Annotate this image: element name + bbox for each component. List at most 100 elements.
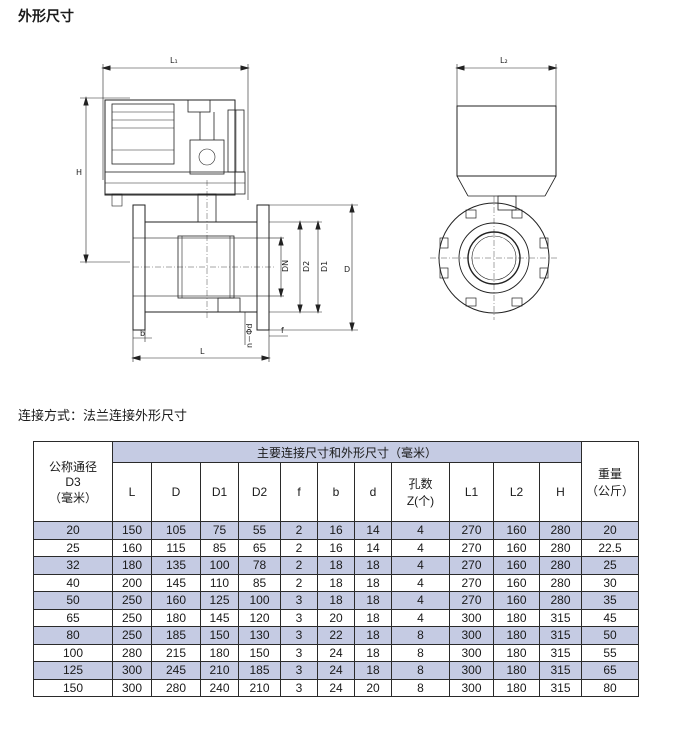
- table-cell: 2: [280, 573, 318, 592]
- table-cell: 135: [151, 556, 201, 575]
- table-cell: 8: [391, 626, 450, 645]
- table-cell: 180: [200, 643, 239, 662]
- table-cell: 250: [112, 591, 152, 610]
- header-D: D: [151, 462, 201, 522]
- table-cell: 35: [581, 591, 639, 610]
- table-cell: 250: [112, 626, 152, 645]
- dimension-table: 公称通径 D3 （毫米） 主要连接尺寸和外形尺寸（毫米） 重量 （公斤） L D…: [33, 441, 639, 697]
- table-cell: 50: [581, 626, 639, 645]
- table-cell: 270: [449, 556, 494, 575]
- table-cell: 300: [449, 678, 494, 697]
- table-cell: 25: [581, 556, 639, 575]
- header-L1: L1: [449, 462, 494, 522]
- table-cell: 105: [151, 521, 201, 540]
- table-cell: 125: [33, 661, 113, 680]
- table-cell: 78: [238, 556, 281, 575]
- dim-b: b: [140, 329, 145, 338]
- header-holes: 孔数 Z(个): [391, 462, 450, 522]
- table-cell: 150: [33, 678, 113, 697]
- table-cell: 280: [539, 591, 582, 610]
- table-cell: 18: [354, 591, 392, 610]
- table-cell: 270: [449, 573, 494, 592]
- valve-drawing: L₁ H: [76, 56, 558, 362]
- table-cell: 4: [391, 608, 450, 627]
- header-H: H: [539, 462, 582, 522]
- table-cell: 240: [200, 678, 239, 697]
- table-cell: 215: [151, 643, 201, 662]
- table-cell: 3: [280, 678, 318, 697]
- table-cell: 110: [200, 573, 239, 592]
- header-D2: D2: [238, 462, 281, 522]
- table-cell: 65: [33, 608, 113, 627]
- table-cell: 160: [493, 573, 540, 592]
- table-cell: 20: [317, 608, 355, 627]
- table-cell: 300: [112, 661, 152, 680]
- table-cell: 65: [581, 661, 639, 680]
- table-cell: 18: [354, 556, 392, 575]
- table-cell: 160: [151, 591, 201, 610]
- table-cell: 160: [493, 556, 540, 575]
- table-cell: 315: [539, 626, 582, 645]
- dim-D2: D2: [302, 261, 311, 272]
- table-cell: 150: [200, 626, 239, 645]
- table-cell: 185: [151, 626, 201, 645]
- table-cell: 210: [200, 661, 239, 680]
- table-cell: 8: [391, 643, 450, 662]
- table-cell: 160: [112, 538, 152, 557]
- table-cell: 300: [449, 661, 494, 680]
- table-cell: 300: [449, 643, 494, 662]
- table-cell: 315: [539, 661, 582, 680]
- table-cell: 3: [280, 591, 318, 610]
- table-cell: 115: [151, 538, 201, 557]
- header-d: d: [354, 462, 392, 522]
- table-cell: 24: [317, 678, 355, 697]
- table-cell: 245: [151, 661, 201, 680]
- table-cell: 55: [581, 643, 639, 662]
- table-cell: 180: [493, 643, 540, 662]
- table-cell: 180: [493, 661, 540, 680]
- table-cell: 100: [238, 591, 281, 610]
- table-cell: 25: [33, 538, 113, 557]
- connection-caption: 连接方式：法兰连接外形尺寸: [18, 409, 188, 424]
- header-D1: D1: [200, 462, 239, 522]
- table-cell: 180: [151, 608, 201, 627]
- table-cell: 280: [539, 573, 582, 592]
- table-cell: 20: [33, 521, 113, 540]
- dim-f: f: [281, 326, 284, 335]
- table-cell: 300: [112, 678, 152, 697]
- table-cell: 4: [391, 591, 450, 610]
- table-cell: 300: [449, 626, 494, 645]
- dim-D1: D1: [320, 261, 329, 272]
- table-cell: 4: [391, 538, 450, 557]
- table-cell: 200: [112, 573, 152, 592]
- table-cell: 300: [449, 608, 494, 627]
- table-cell: 100: [200, 556, 239, 575]
- table-cell: 14: [354, 538, 392, 557]
- table-cell: 280: [539, 538, 582, 557]
- table-cell: 280: [539, 556, 582, 575]
- table-cell: 8: [391, 661, 450, 680]
- table-cell: 185: [238, 661, 281, 680]
- table-cell: 4: [391, 556, 450, 575]
- dim-L2: L₂: [500, 56, 508, 65]
- header-nominal-diameter: 公称通径 D3 （毫米）: [33, 441, 113, 522]
- table-cell: 315: [539, 643, 582, 662]
- table-cell: 4: [391, 573, 450, 592]
- table-cell: 18: [354, 643, 392, 662]
- table-cell: 250: [112, 608, 152, 627]
- table-cell: 8: [391, 678, 450, 697]
- header-b: b: [317, 462, 355, 522]
- dim-D: D: [344, 265, 350, 274]
- table-cell: 14: [354, 521, 392, 540]
- table-cell: 18: [317, 556, 355, 575]
- table-cell: 4: [391, 521, 450, 540]
- table-cell: 75: [200, 521, 239, 540]
- table-cell: 85: [238, 573, 281, 592]
- header-f: f: [280, 462, 318, 522]
- table-cell: 16: [317, 538, 355, 557]
